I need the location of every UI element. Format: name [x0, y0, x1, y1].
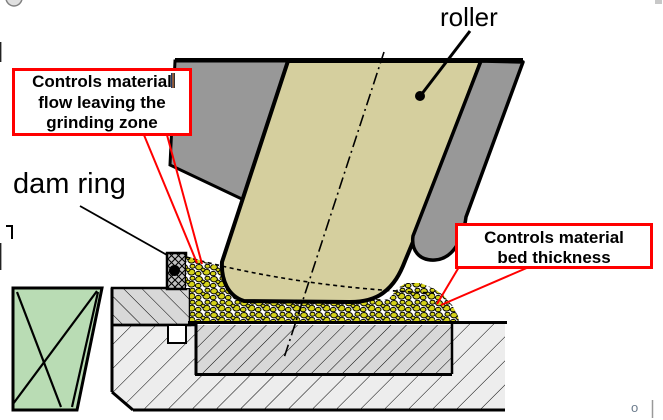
flow-leader-line-2: [166, 134, 203, 265]
material-bed-left-pile: [186, 256, 253, 322]
dam-ring-block: [165, 251, 188, 291]
bed-leader-line-2: [440, 266, 530, 306]
artifact-stripes: [171, 73, 175, 88]
casing-shape: [11, 286, 104, 412]
dam-ring-leader-line: [79, 205, 168, 256]
callout-flow-box: Controls material flow leaving the grind…: [12, 68, 192, 136]
red-leaders: [143, 134, 530, 306]
bed-surface-dashed-line: [185, 256, 435, 294]
selection-handle-icon[interactable]: [5, 0, 23, 7]
callout-bed-line1: Controls material: [484, 228, 624, 247]
casing-brace-3: [70, 291, 100, 408]
casing-brace-2: [12, 290, 98, 405]
grinding-table-base: [112, 323, 505, 410]
table-base-hatch: [112, 323, 505, 410]
material-bed: [186, 256, 459, 322]
bed-leader-line-1: [436, 266, 460, 305]
casing-brace-1: [15, 291, 63, 408]
left-clipped-mark: [6, 225, 13, 239]
dam-ring-label: dam ring: [13, 168, 126, 200]
roller-leader-dot: [415, 91, 425, 101]
callout-bed-line2: bed thickness: [497, 247, 611, 267]
roller-leader-line: [419, 30, 472, 96]
top-right-clipped-glyph: [655, 0, 662, 4]
flow-leader-line-1: [143, 134, 198, 264]
callout-flow-line1: Controls material: [32, 72, 172, 91]
dam-ring-tongue: [167, 324, 187, 344]
material-bed-layer: [238, 299, 392, 322]
material-bed-right-mound: [388, 283, 459, 322]
callout-bed-box: Controls material bed thickness: [455, 223, 653, 269]
callout-flow-line3: grinding zone: [46, 113, 158, 132]
table-bevel-edge: [111, 390, 134, 412]
callout-flow-line2: flow leaving the: [38, 92, 166, 112]
table-liner-block: [196, 325, 452, 374]
casing-body: [11, 286, 104, 412]
wear-slab: [110, 286, 192, 327]
roller-axis-centerline: [283, 51, 385, 359]
roller-body-shape: [219, 59, 483, 304]
corner-glyph: o: [631, 400, 639, 415]
dam-ring-bolt: [169, 265, 180, 276]
liner-hatch: [196, 325, 452, 374]
roller-label: roller: [440, 2, 498, 32]
wear-slab-hatch: [112, 288, 190, 325]
